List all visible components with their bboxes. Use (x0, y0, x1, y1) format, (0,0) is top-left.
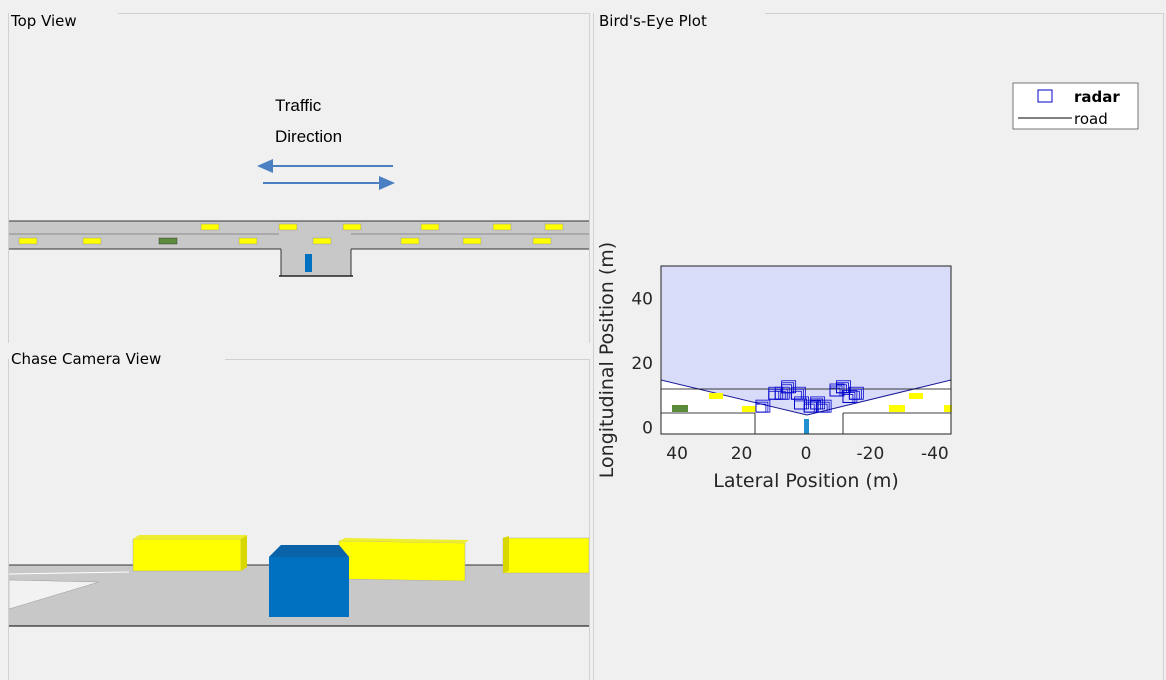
top-view-scene[interactable]: Traffic Direction (9, 30, 589, 355)
x-axis-ticks: 40 20 0 -20 -40 (666, 444, 948, 464)
x-tick-label: 0 (801, 444, 812, 464)
top-view-vehicles (18, 223, 564, 272)
birds-eye-plot[interactable]: 40 20 0 -20 -40 0 20 40 Lateral Position… (595, 30, 1155, 530)
chase-view-border-left (8, 359, 9, 680)
radar-detection-marker (794, 396, 809, 410)
radar-detection-marker (755, 399, 771, 413)
x-tick-label: -20 (857, 444, 885, 464)
y-tick-label: 0 (642, 419, 653, 439)
ego-vehicle-chase (269, 545, 349, 617)
x-tick-label: 40 (666, 444, 688, 464)
legend-road-label: road (1074, 110, 1108, 128)
traffic-label-line2: Direction (275, 127, 342, 146)
radar-detections (755, 380, 864, 413)
y-axis-ticks: 0 20 40 (631, 289, 653, 438)
birds-eye-border-left (593, 13, 594, 680)
traffic-label-line1: Traffic (275, 96, 322, 115)
ego-vehicle-plot (804, 419, 809, 434)
top-view-border-top (118, 13, 589, 14)
radar-coverage-area (661, 266, 951, 415)
x-axis-label: Lateral Position (m) (713, 470, 899, 492)
chase-view-border-right (589, 359, 590, 680)
chase-view-border-top (225, 359, 589, 360)
radar-detection-marker (842, 390, 858, 403)
chase-camera-scene[interactable] (9, 375, 589, 675)
radar-detection-marker (774, 386, 790, 400)
y-tick-label: 20 (631, 354, 653, 374)
top-view-border-right (589, 13, 590, 343)
y-axis-label: Longitudinal Position (m) (596, 242, 618, 478)
plot-vehicles (672, 393, 952, 434)
radar-detection-marker (803, 399, 819, 413)
radar-detection-marker (829, 383, 845, 397)
radar-legend-icon (1037, 89, 1053, 103)
road-boundaries (661, 388, 951, 434)
legend-radar-label: radar (1074, 88, 1120, 106)
radar-detection-marker (810, 396, 826, 410)
chase-yellow-vehicle-1 (132, 535, 247, 572)
chase-yellow-vehicle-3 (502, 536, 589, 574)
left-arrow-icon (257, 159, 393, 173)
top-view-border-left (8, 13, 9, 343)
x-tick-label: 20 (731, 444, 753, 464)
chase-yellow-vehicle-2 (338, 538, 469, 582)
ego-vehicle-top (305, 254, 312, 272)
x-tick-label: -40 (921, 444, 949, 464)
radar-detection-marker (781, 380, 797, 394)
plot-legend[interactable]: radar road (1012, 82, 1139, 130)
radar-detection-marker (848, 386, 864, 400)
top-view-title: Top View (11, 12, 81, 30)
plot-axes-frame (660, 265, 952, 435)
right-arrow-icon (263, 176, 395, 190)
radar-detection-marker (816, 399, 832, 413)
y-tick-label: 40 (631, 289, 653, 309)
road-top-view (9, 220, 589, 277)
birds-eye-border-right (1163, 13, 1164, 680)
birds-eye-title: Bird's-Eye Plot (599, 12, 711, 30)
birds-eye-border-top (765, 13, 1163, 14)
chase-view-title: Chase Camera View (11, 350, 166, 368)
